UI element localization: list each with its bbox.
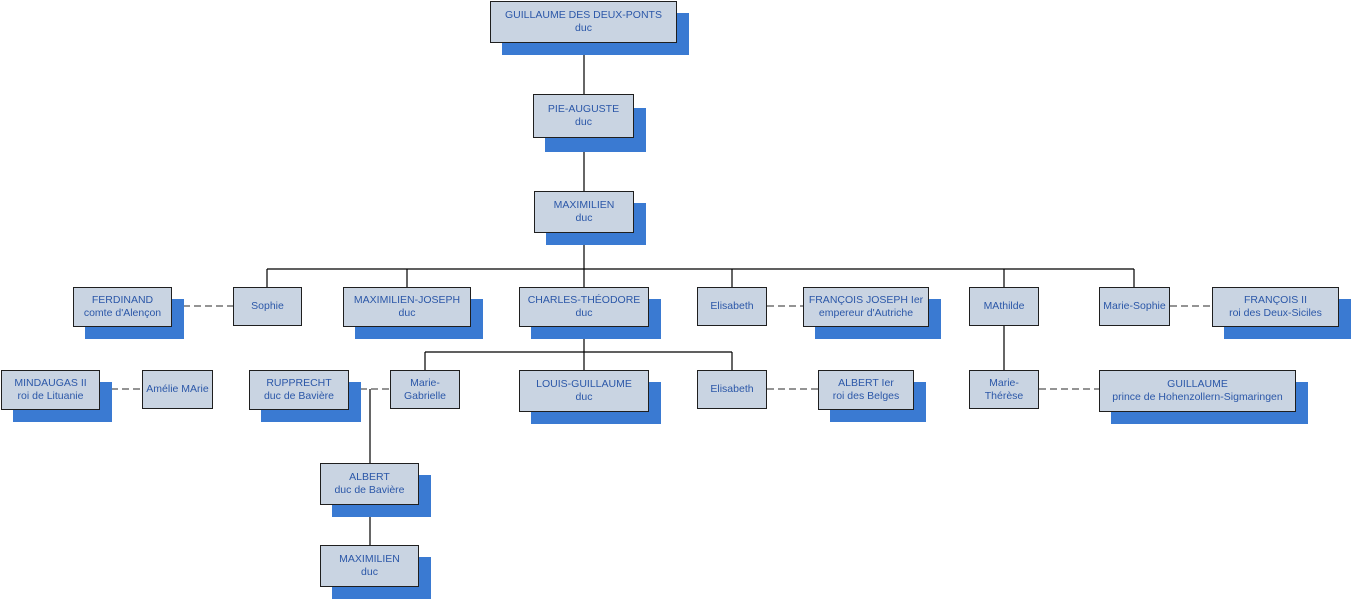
node-name: Amélie MArie: [146, 383, 209, 395]
node-rupprecht: RUPPRECHT duc de Bavière: [249, 370, 349, 410]
node-name: MAthilde: [983, 300, 1025, 312]
node-name-line2: Gabrielle: [403, 389, 447, 402]
node-name: ALBERT: [349, 471, 390, 483]
node-name: Elisabeth: [710, 383, 754, 395]
node-charles-theodore: CHARLES-THÉODORE duc: [519, 287, 649, 327]
node-title: roi des Belges: [832, 390, 900, 402]
node-albert-duc-de-baviere: ALBERT duc de Bavière: [320, 463, 419, 505]
node-maximilien-duc: MAXIMILIEN duc: [320, 545, 419, 587]
node-pie-auguste: PIE-AUGUSTE duc: [533, 94, 634, 138]
node-name: MAXIMILIEN: [339, 553, 400, 565]
node-guillaume-hohenzollern: GUILLAUME prince de Hohenzollern-Sigmari…: [1099, 370, 1296, 412]
node-title: duc de Bavière: [334, 484, 405, 496]
node-mathilde: MAthilde: [969, 287, 1039, 326]
node-title: duc: [575, 391, 593, 403]
node-name: Marie-: [410, 376, 440, 389]
node-francois-ii: FRANÇOIS II roi des Deux-Siciles: [1212, 287, 1339, 327]
node-name: Elisabeth: [710, 300, 754, 312]
node-name: MINDAUGAS II: [14, 377, 87, 389]
node-mindaugas-ii: MINDAUGAS II roi de Lituanie: [1, 370, 100, 410]
node-title: prince de Hohenzollern-Sigmaringen: [1112, 391, 1283, 403]
node-name: Marie-Sophie: [1103, 300, 1166, 312]
node-title: comte d'Alençon: [83, 307, 162, 319]
node-name: ALBERT Ier: [838, 377, 894, 389]
node-name: GUILLAUME DES DEUX-PONTS: [505, 9, 662, 21]
node-name: CHARLES-THÉODORE: [527, 294, 641, 306]
node-guillaume-des-deux-ponts: GUILLAUME DES DEUX-PONTS duc: [490, 1, 677, 43]
node-title: duc: [575, 307, 593, 319]
node-elisabeth-2: Elisabeth: [697, 370, 767, 409]
node-marie-sophie: Marie-Sophie: [1099, 287, 1170, 326]
node-name: FRANÇOIS JOSEPH Ier: [808, 294, 924, 306]
node-name: GUILLAUME: [1167, 378, 1228, 390]
node-name: PIE-AUGUSTE: [547, 103, 620, 115]
node-ferdinand: FERDINAND comte d'Alençon: [73, 287, 172, 327]
node-title: roi des Deux-Siciles: [1229, 307, 1322, 319]
node-name: LOUIS-GUILLAUME: [536, 378, 632, 390]
node-francois-joseph: FRANÇOIS JOSEPH Ier empereur d'Autriche: [803, 287, 929, 327]
node-marie-therese: Marie- Thérèse: [969, 370, 1039, 409]
node-marie-gabrielle: Marie- Gabrielle: [390, 370, 460, 409]
node-name: Sophie: [251, 300, 284, 312]
node-name-line2: Thérèse: [984, 389, 1024, 402]
node-name: RUPPRECHT: [266, 377, 332, 389]
node-name: FERDINAND: [91, 294, 154, 306]
node-title: duc: [575, 116, 592, 128]
node-louis-guillaume: LOUIS-GUILLAUME duc: [519, 370, 649, 412]
node-elisabeth: Elisabeth: [697, 287, 767, 326]
node-name: MAXIMILIEN: [553, 199, 615, 211]
node-maximilien-joseph: MAXIMILIEN-JOSEPH duc: [343, 287, 471, 327]
node-title: empereur d'Autriche: [818, 307, 914, 319]
node-title: duc: [361, 566, 378, 578]
node-sophie: Sophie: [233, 287, 302, 326]
node-albert-ier: ALBERT Ier roi des Belges: [818, 370, 914, 410]
node-maximilien: MAXIMILIEN duc: [534, 191, 634, 233]
node-title: duc: [575, 212, 593, 224]
node-name: FRANÇOIS II: [1243, 294, 1307, 306]
node-title: duc: [575, 22, 592, 34]
node-title: duc de Bavière: [263, 390, 335, 402]
node-amelie-marie: Amélie MArie: [142, 370, 213, 409]
node-name: Marie-: [989, 376, 1019, 389]
node-title: roi de Lituanie: [17, 390, 84, 402]
node-name: MAXIMILIEN-JOSEPH: [353, 294, 461, 306]
node-title: duc: [398, 307, 416, 319]
